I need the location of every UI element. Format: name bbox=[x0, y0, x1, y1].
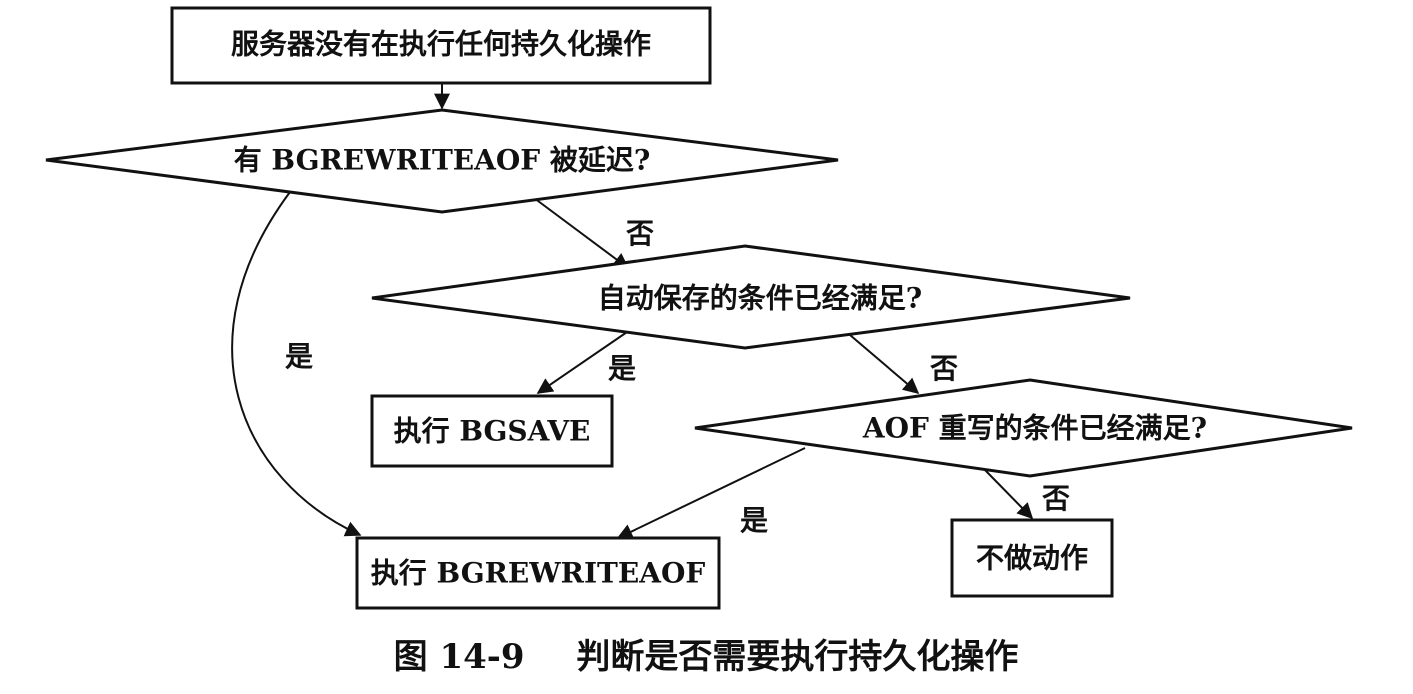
edge-delayed-no-label: 否 bbox=[626, 217, 654, 250]
node-do-bgsave-label: 执行 BGSAVE bbox=[394, 415, 591, 448]
node-no-action: 不做动作 bbox=[950, 518, 1114, 598]
figure-number: 图 14-9 bbox=[394, 637, 525, 677]
node-check-autosave-label: 自动保存的条件已经满足? bbox=[598, 282, 922, 315]
edge-aof-yes bbox=[616, 447, 806, 539]
edge-autosave-no bbox=[849, 334, 920, 395]
edge-delayed-no bbox=[529, 194, 630, 269]
edge-delayed-yes-label: 是 bbox=[285, 340, 313, 373]
edge-autosave-yes-label: 是 bbox=[608, 352, 636, 385]
edge-aof-no bbox=[984, 469, 1034, 520]
node-do-bgrewriteaof-label: 执行 BGREWRITEAOF bbox=[371, 557, 706, 590]
figure-title: 判断是否需要执行持久化操作 bbox=[576, 637, 1018, 677]
node-check-autosave: 自动保存的条件已经满足? bbox=[371, 244, 1131, 350]
node-check-bgrewriteaof-delayed: 有 BGREWRITEAOF 被延迟? bbox=[45, 108, 839, 214]
edge-aof-no-label: 否 bbox=[1042, 482, 1070, 515]
edge-aof-yes-label: 是 bbox=[740, 504, 768, 537]
edge-autosave-yes bbox=[536, 329, 631, 394]
node-check-bgrewriteaof-delayed-label: 有 BGREWRITEAOF 被延迟? bbox=[234, 144, 651, 177]
figure-caption: 图 14-9 判断是否需要执行持久化操作 bbox=[394, 637, 1019, 677]
node-check-aof-rewrite-label: AOF 重写的条件已经满足? bbox=[862, 412, 1207, 445]
node-no-action-label: 不做动作 bbox=[976, 542, 1088, 575]
edge-autosave-no-label: 否 bbox=[930, 352, 958, 385]
edge-delayed-yes bbox=[231, 191, 362, 537]
node-start-label: 服务器没有在执行任何持久化操作 bbox=[231, 28, 651, 61]
node-do-bgsave: 执行 BGSAVE bbox=[370, 394, 614, 468]
node-do-bgrewriteaof: 执行 BGREWRITEAOF bbox=[355, 536, 721, 610]
node-check-aof-rewrite: AOF 重写的条件已经满足? bbox=[694, 378, 1353, 478]
node-start: 服务器没有在执行任何持久化操作 bbox=[170, 6, 712, 85]
